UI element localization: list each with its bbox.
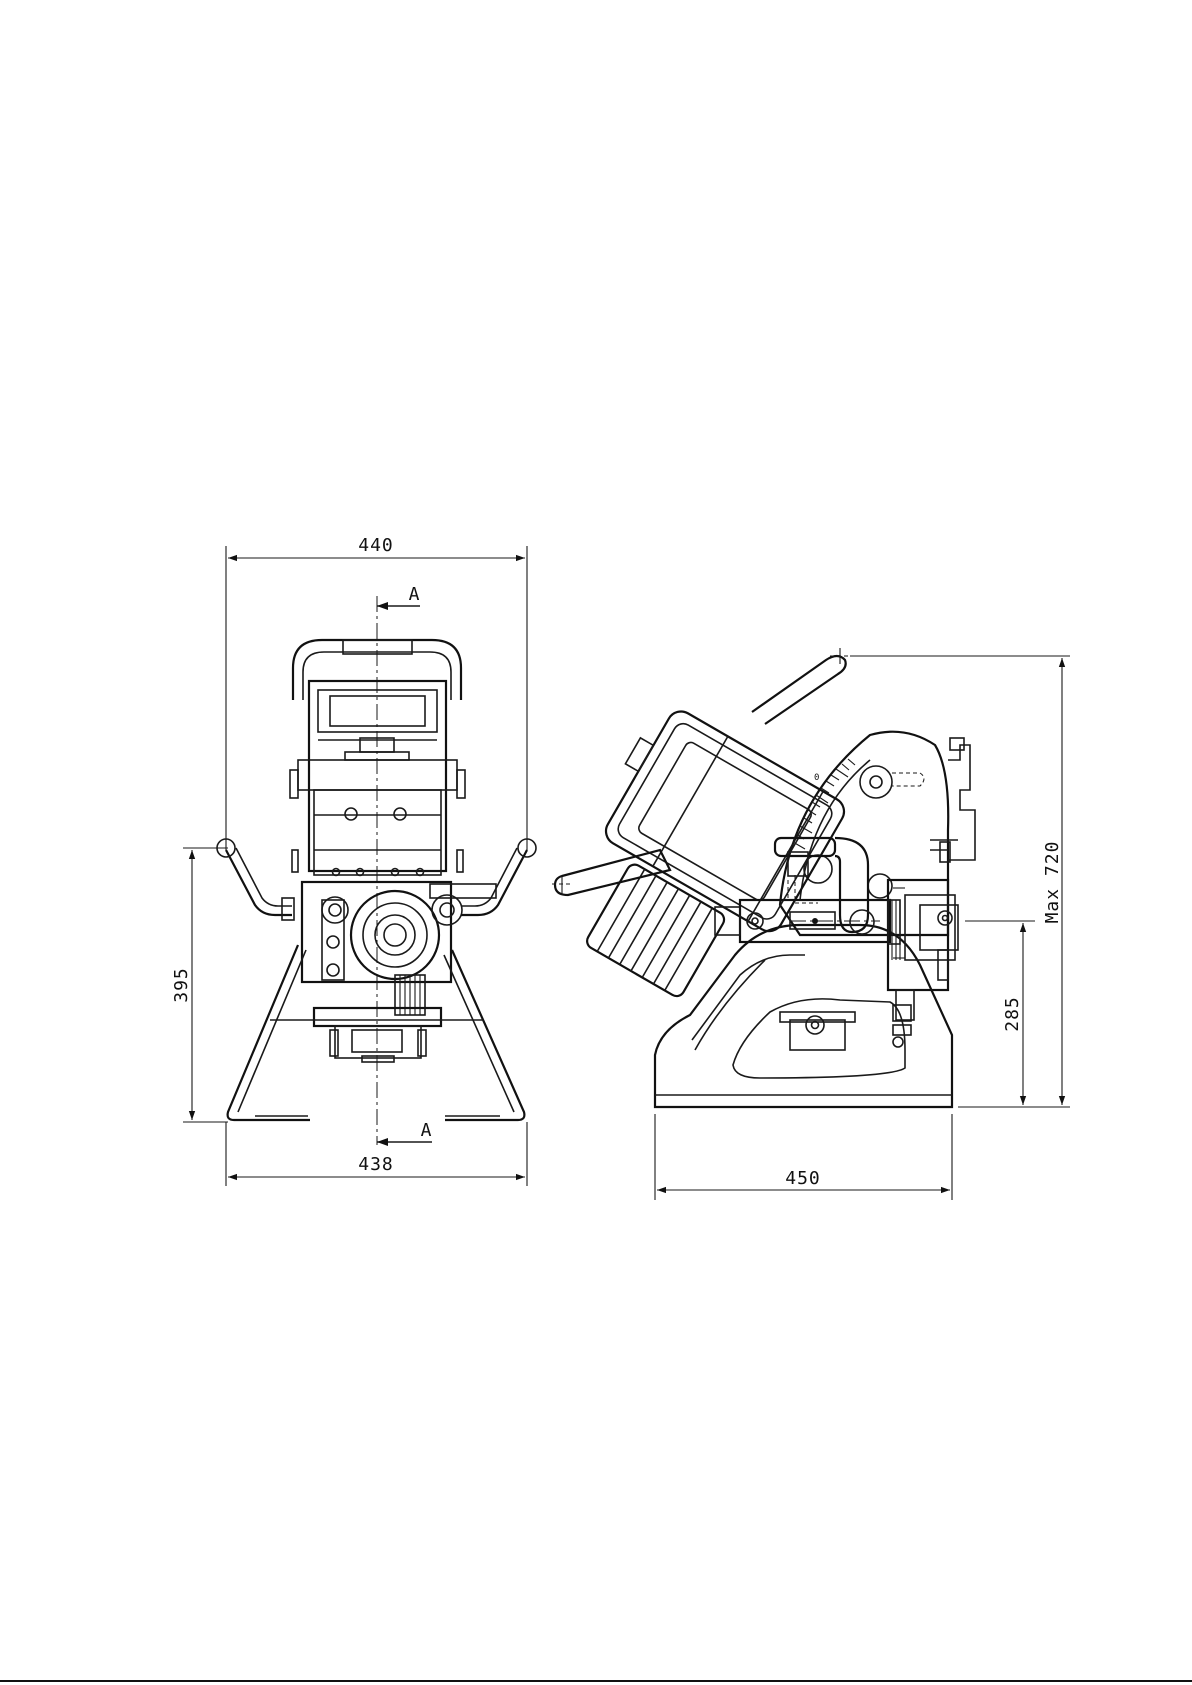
top-bracket — [930, 738, 975, 862]
base-fixture — [780, 1005, 911, 1050]
section-label-top: A — [409, 584, 420, 605]
scale-zero-mark: 0 — [814, 773, 819, 783]
dimension-base-length: 450 — [655, 1114, 952, 1200]
dimension-handle-height: 395 — [171, 848, 228, 1122]
dimension-label-395: 395 — [171, 967, 192, 1003]
front-knob-assembly — [888, 880, 958, 1020]
dimension-pivot-height: 285 — [965, 921, 1035, 1105]
base-plate — [655, 925, 952, 1107]
motor-cylinder — [584, 862, 727, 999]
dimension-label-438: 438 — [358, 1154, 394, 1175]
side-view: 450 Max 720 285 — [552, 648, 1070, 1200]
section-label-bottom: A — [421, 1120, 432, 1141]
front-view: 440 438 395 A A — [171, 535, 536, 1186]
dimension-max-height: Max 720 — [850, 656, 1070, 1107]
dimension-label-450: 450 — [785, 1168, 821, 1189]
dimension-label-max-720: Max 720 — [1042, 841, 1063, 924]
dimension-label-440: 440 — [358, 535, 394, 556]
gearbox — [302, 882, 496, 1015]
upper-handle — [752, 648, 850, 724]
front-stand — [228, 945, 525, 1120]
dimension-label-285: 285 — [1002, 996, 1023, 1032]
